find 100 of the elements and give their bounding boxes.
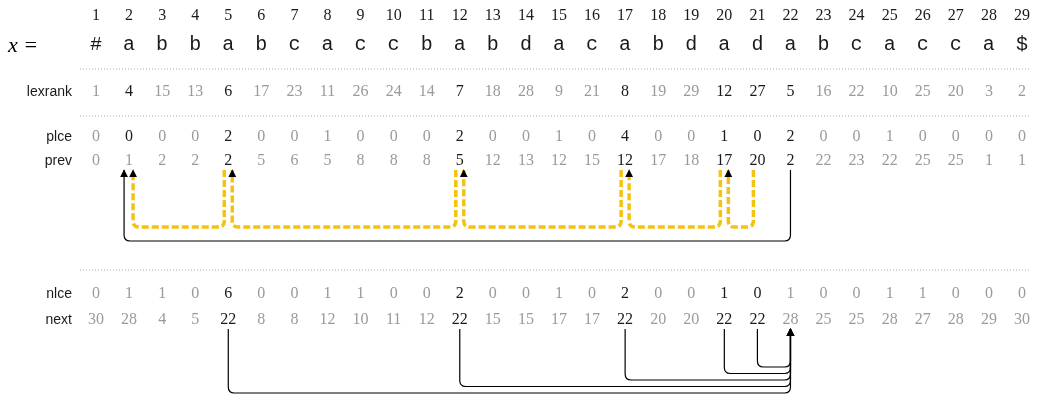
string-character: a <box>123 35 136 55</box>
array-value: 0 <box>257 128 266 144</box>
column-index: 9 <box>356 7 365 23</box>
string-character: b <box>817 35 830 55</box>
array-value: 1 <box>984 152 993 168</box>
array-value: 5 <box>323 152 332 168</box>
column-index: 5 <box>224 7 233 23</box>
string-character: d <box>751 35 764 55</box>
array-value: 7 <box>455 83 464 99</box>
array-value: 28 <box>517 83 534 99</box>
array-value: 22 <box>617 311 634 327</box>
array-value: 1 <box>125 285 134 301</box>
array-value: 2 <box>224 128 233 144</box>
array-value: 2 <box>455 285 464 301</box>
array-value: 20 <box>650 311 667 327</box>
array-value: 0 <box>687 128 696 144</box>
column-index: 14 <box>517 7 534 23</box>
array-value: 0 <box>753 128 762 144</box>
array-value: 22 <box>881 152 898 168</box>
array-value: 17 <box>550 311 567 327</box>
string-character: a <box>453 35 466 55</box>
array-value: 0 <box>1017 128 1026 144</box>
column-index: 26 <box>914 7 931 23</box>
array-value: 1 <box>918 285 927 301</box>
string-character: c <box>850 35 863 55</box>
array-value: 14 <box>418 83 435 99</box>
string-character: c <box>354 35 367 55</box>
array-value: 1 <box>885 128 894 144</box>
array-value: 0 <box>951 128 960 144</box>
arrow <box>625 169 723 229</box>
array-value: 2 <box>224 152 233 168</box>
array-value: 22 <box>451 311 468 327</box>
array-value: 6 <box>224 285 233 301</box>
string-character: b <box>486 35 499 55</box>
array-value: 2 <box>1017 83 1026 99</box>
column-index: 6 <box>257 7 266 23</box>
array-value: 0 <box>687 285 696 301</box>
string-character: c <box>288 35 301 55</box>
row-label: plce <box>46 129 72 143</box>
arrow <box>228 169 458 229</box>
array-value: 0 <box>92 285 100 301</box>
array-value: 22 <box>716 311 733 327</box>
array-value: 1 <box>356 285 365 301</box>
array-value: 0 <box>290 285 299 301</box>
row-label: nlce <box>46 286 72 300</box>
array-value: 30 <box>1013 311 1030 327</box>
array-value: 9 <box>554 83 563 99</box>
array-value: 0 <box>654 285 663 301</box>
array-value: 0 <box>654 128 663 144</box>
array-value: 20 <box>683 311 700 327</box>
array-value: 0 <box>852 128 861 144</box>
column-index: 24 <box>848 7 865 23</box>
array-value: 26 <box>352 83 369 99</box>
array-value: 17 <box>584 311 601 327</box>
column-index: 27 <box>947 7 964 23</box>
array-value: 4 <box>125 83 134 99</box>
column-index: 11 <box>419 7 435 23</box>
array-value: 0 <box>588 128 597 144</box>
array-value: 25 <box>848 311 865 327</box>
column-index: 19 <box>683 7 700 23</box>
arrow <box>756 328 795 368</box>
array-value: 5 <box>257 152 266 168</box>
array-value: 1 <box>786 285 795 301</box>
string-character: d <box>685 35 698 55</box>
array-value: 25 <box>815 311 832 327</box>
array-value: 23 <box>848 152 865 168</box>
array-value: 0 <box>191 285 200 301</box>
column-index: 16 <box>584 7 601 23</box>
array-value: 8 <box>389 152 398 168</box>
array-value: 15 <box>517 311 534 327</box>
array-value: 22 <box>815 152 832 168</box>
string-character: a <box>552 35 565 55</box>
string-character: c <box>949 35 962 55</box>
array-value: 1 <box>720 285 729 301</box>
array-value: 0 <box>389 128 398 144</box>
string-character: c <box>586 35 599 55</box>
array-value: 25 <box>914 152 931 168</box>
string-character: a <box>222 35 235 55</box>
column-index: 28 <box>980 7 997 23</box>
array-value: 27 <box>914 311 931 327</box>
array-value: 11 <box>319 83 336 99</box>
array-value: 22 <box>220 311 237 327</box>
string-character: c <box>916 35 929 55</box>
array-value: 2 <box>158 152 167 168</box>
string-character: b <box>652 35 665 55</box>
array-value: 0 <box>753 285 762 301</box>
column-index: 8 <box>323 7 332 23</box>
array-value: 1 <box>158 285 167 301</box>
row-label: prev <box>44 153 72 167</box>
string-character: a <box>321 35 334 55</box>
array-value: 5 <box>191 311 200 327</box>
array-value: 8 <box>257 311 266 327</box>
string-character: # <box>90 35 102 55</box>
array-value: 6 <box>290 152 299 168</box>
column-index: 17 <box>617 7 634 23</box>
column-index: 25 <box>881 7 898 23</box>
array-value: 29 <box>683 83 700 99</box>
column-index: 2 <box>125 7 134 23</box>
array-value: 1 <box>323 128 332 144</box>
array-value: 21 <box>584 83 601 99</box>
